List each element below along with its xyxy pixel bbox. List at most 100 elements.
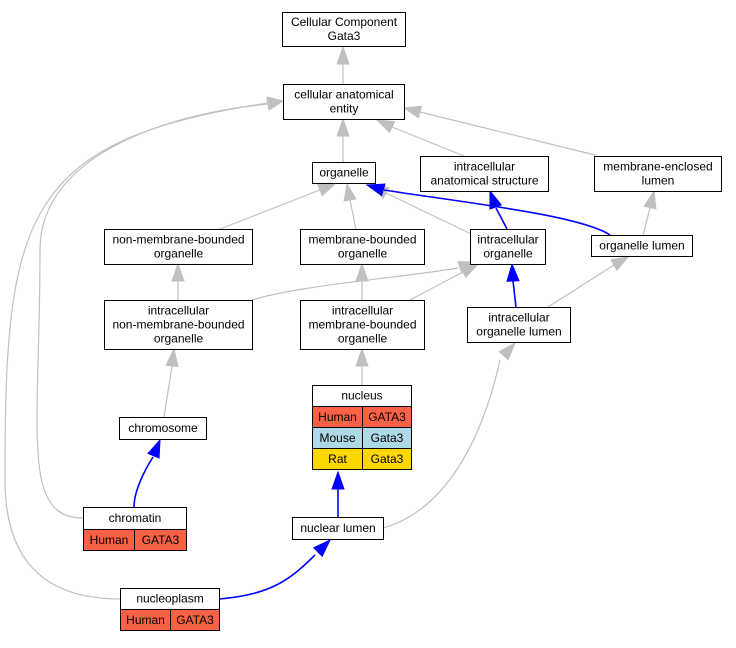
edge-chromosome-to-inmbo xyxy=(163,347,179,418)
edges-layer xyxy=(4,45,657,600)
edge-arrowhead xyxy=(610,256,630,272)
edge-line xyxy=(218,554,316,600)
node-ol[interactable]: organelle lumen xyxy=(591,235,693,257)
edge-nuclear-lumen-to-nucleus xyxy=(331,470,345,517)
edge-line xyxy=(382,359,501,529)
node-box xyxy=(283,84,405,120)
node-organelle[interactable]: organelle xyxy=(312,162,376,184)
node-chromosome[interactable]: chromosome xyxy=(119,417,207,440)
node-box xyxy=(292,517,384,540)
edge-arrowhead xyxy=(365,183,386,197)
edge-line xyxy=(409,271,464,301)
edge-arrowhead xyxy=(165,347,179,368)
edge-arrowhead xyxy=(266,96,285,110)
node-box xyxy=(300,300,425,350)
node-box xyxy=(467,307,571,343)
edge-line xyxy=(349,199,357,230)
edge-nucleus-to-imbo xyxy=(355,347,369,385)
edge-ias-to-cae xyxy=(375,119,465,157)
node-label: organelle xyxy=(483,247,533,261)
edge-arrowhead xyxy=(331,470,345,490)
node-box xyxy=(300,229,425,265)
species-label: Rat xyxy=(328,452,347,466)
node-label: anatomical structure xyxy=(430,174,538,188)
gene-label: Gata3 xyxy=(371,452,404,466)
edge-imbo-to-mbo xyxy=(355,262,369,300)
edge-arrowhead xyxy=(643,189,657,210)
edge-line xyxy=(133,456,154,508)
node-box xyxy=(470,229,546,265)
node-label: organelle xyxy=(154,247,204,261)
node-label: membrane-bounded xyxy=(308,233,416,247)
node-label: nuclear lumen xyxy=(300,521,375,535)
node-box xyxy=(591,235,693,257)
edge-mel-to-cae xyxy=(402,105,596,156)
edge-arrowhead xyxy=(171,262,185,282)
species-label: Human xyxy=(90,533,129,547)
node-label: intracellular xyxy=(488,311,549,325)
edge-arrowhead xyxy=(343,182,357,202)
gene-label: GATA3 xyxy=(142,533,180,547)
edge-iol-to-io xyxy=(506,262,520,308)
gene-label: GATA3 xyxy=(176,613,214,627)
edge-io-to-ias xyxy=(489,189,508,230)
annotation-row-human: Human GATA3 xyxy=(83,529,187,551)
node-box xyxy=(312,162,376,184)
node-label: membrane-bounded xyxy=(308,318,416,332)
edge-arrowhead xyxy=(312,538,332,558)
edge-line xyxy=(163,365,173,418)
node-label: intracellular xyxy=(477,233,538,247)
gene-cell xyxy=(134,529,187,551)
node-box xyxy=(104,229,253,265)
edge-line xyxy=(383,189,611,236)
edge-line xyxy=(512,280,517,308)
species-label: Human xyxy=(318,410,357,424)
edge-line xyxy=(385,192,472,235)
edge-line xyxy=(219,189,321,230)
node-label: intracellular xyxy=(148,304,209,318)
edge-line xyxy=(642,207,651,236)
node-label: intracellular xyxy=(454,160,515,174)
node-nuclear-lumen[interactable]: nuclear lumen xyxy=(292,517,384,540)
node-label: lumen xyxy=(642,174,675,188)
edge-line xyxy=(495,207,508,230)
node-box xyxy=(282,12,406,47)
edge-line xyxy=(251,267,459,301)
node-inmbo[interactable]: intracellularnon-membrane-boundedorganel… xyxy=(104,300,253,350)
gene-label: Gata3 xyxy=(371,431,404,445)
edge-cae-to-root xyxy=(336,45,350,84)
annotation-row-rat: Rat Gata3 xyxy=(312,448,412,470)
edge-line xyxy=(547,264,615,308)
edge-line xyxy=(419,111,596,156)
node-label: chromatin xyxy=(109,511,162,525)
node-label: non-membrane-bounded xyxy=(112,233,244,247)
edge-io-to-organelle xyxy=(369,184,472,235)
edge-arrowhead xyxy=(459,263,480,279)
node-label: Gata3 xyxy=(328,29,361,43)
node-box xyxy=(420,156,549,192)
gene-cell xyxy=(362,448,412,470)
edge-arrowhead xyxy=(355,262,369,282)
node-box xyxy=(594,156,722,192)
node-label: organelle xyxy=(338,247,388,261)
node-label: organelle xyxy=(319,166,369,180)
node-label: non-membrane-bounded xyxy=(112,318,244,332)
node-label: nucleus xyxy=(341,389,382,403)
